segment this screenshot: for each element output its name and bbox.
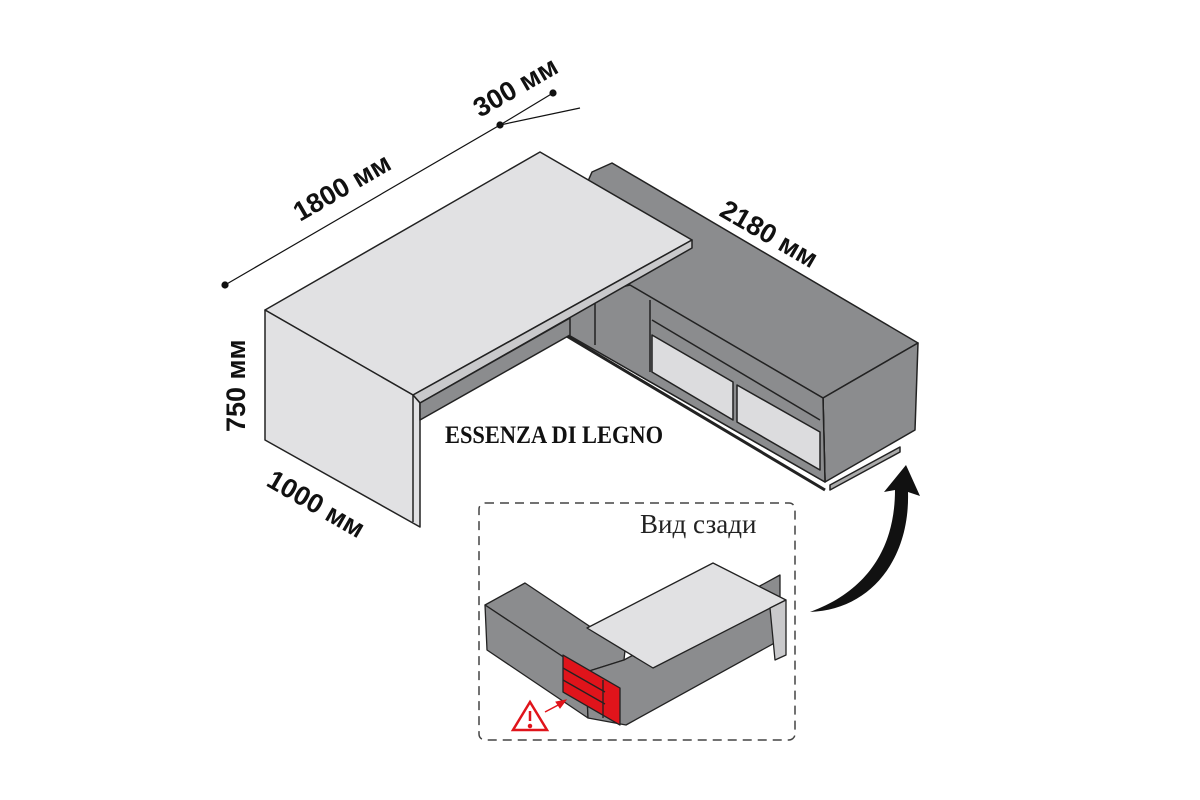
rotate-arrow-icon	[810, 465, 920, 612]
rear-view-caption: Вид сзади	[640, 509, 756, 539]
desk	[264, 151, 693, 528]
dimension-1800: 1800 мм	[288, 147, 396, 227]
material-label: ESSENZA DI LEGNO	[445, 422, 663, 449]
dimension-300: 300 мм	[468, 51, 563, 123]
dimension-lines	[221, 89, 581, 289]
rear-view-inset: Вид сзади	[478, 502, 796, 741]
warning-icon	[510, 699, 568, 732]
dimension-750: 750 мм	[221, 340, 251, 433]
